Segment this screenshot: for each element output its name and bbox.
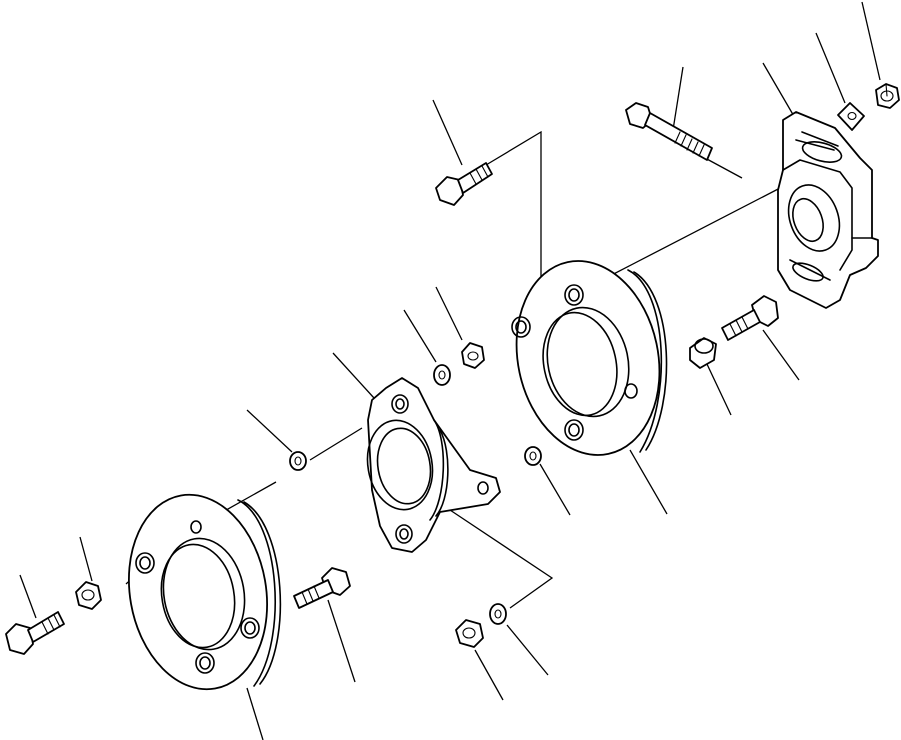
washer-mid-right bbox=[524, 446, 542, 466]
large-disc-left bbox=[128, 493, 282, 691]
long-bolt bbox=[625, 102, 713, 161]
large-disc-right bbox=[511, 260, 668, 456]
nut-bottom-left bbox=[75, 581, 102, 610]
nut-middle bbox=[461, 342, 485, 369]
leader-lines bbox=[19, 1, 881, 740]
flange-bearing bbox=[366, 377, 501, 553]
bolt-bottom-left bbox=[5, 611, 65, 655]
nut-top-right bbox=[875, 83, 900, 109]
nut-bottom bbox=[455, 619, 484, 648]
bolt-upper bbox=[435, 162, 493, 206]
bolt-lower-middle bbox=[293, 567, 351, 609]
washer-left-bearing bbox=[289, 451, 307, 471]
washer-middle bbox=[433, 364, 451, 386]
spacer-bushing bbox=[689, 337, 717, 369]
square-washer bbox=[837, 102, 865, 131]
mounting-bracket bbox=[777, 111, 879, 309]
bolt-right bbox=[721, 295, 779, 341]
washer-bottom bbox=[489, 603, 507, 625]
